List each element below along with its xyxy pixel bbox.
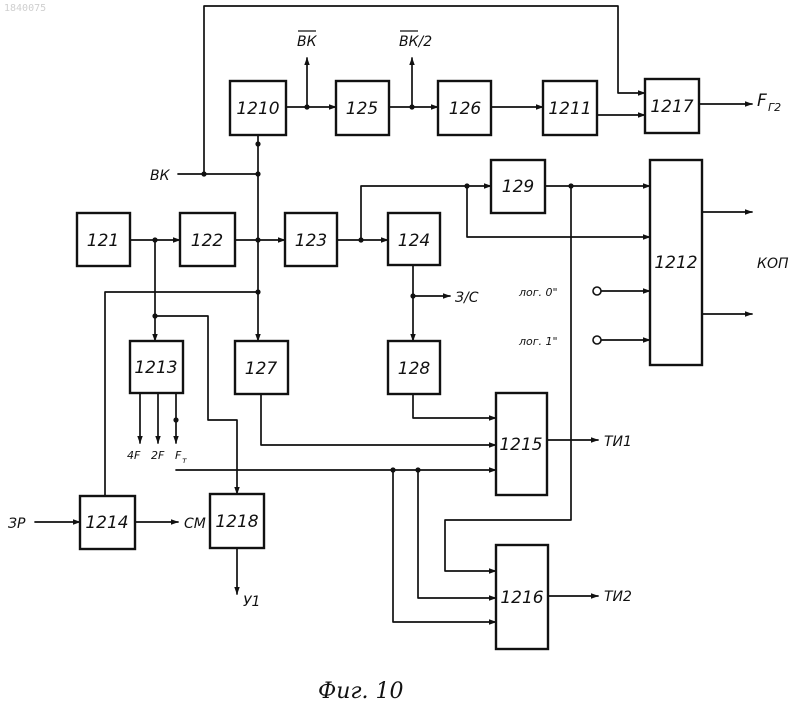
signal-label: F — [757, 91, 767, 111]
block-label: 124 — [398, 231, 430, 251]
block-1212: 1212 — [650, 160, 702, 365]
wire-128-1215 — [413, 394, 496, 418]
wire-ft-1216-b — [418, 470, 496, 598]
junction-dot — [390, 467, 395, 472]
block-label: 1210 — [236, 99, 279, 119]
block-1214: 1214 — [80, 496, 135, 549]
block-1213: 1213 — [130, 341, 183, 393]
block-label: 122 — [191, 231, 223, 251]
junction-dot — [152, 237, 157, 242]
junction-dot — [568, 183, 573, 188]
signal-log1: лог. 1" — [518, 335, 558, 348]
junction-dot — [304, 104, 309, 109]
block-label: 127 — [245, 359, 278, 379]
junction-dot — [255, 171, 260, 176]
junction-dot — [358, 237, 363, 242]
block-label: 123 — [295, 231, 327, 251]
block-label: 1213 — [134, 358, 177, 378]
block-1211: 1211 — [543, 81, 597, 135]
figure-caption: Фиг. 10 — [318, 679, 404, 704]
junction-dot — [255, 237, 260, 242]
junction-dot — [464, 183, 469, 188]
block-1218: 1218 — [210, 494, 264, 548]
block-label: 126 — [449, 99, 482, 119]
signal-log0: лог. 0" — [518, 286, 558, 299]
signal-ti1: ТИ1 — [604, 434, 632, 450]
block-label: 1211 — [548, 99, 591, 119]
signal-2f: 2F — [151, 449, 165, 462]
signal-ft: F т — [175, 449, 187, 465]
signal-4f: 4F — [127, 449, 141, 462]
signal-f-out: F Г2 — [757, 91, 781, 114]
block-123: 123 — [285, 213, 337, 266]
wire-bus-1214 — [105, 292, 258, 520]
document-number: 1840075 — [4, 3, 46, 14]
block-1217: 1217 — [645, 79, 699, 133]
block-125: 125 — [336, 81, 389, 135]
block-label: 1212 — [654, 253, 697, 273]
signal-zr: ЗР — [8, 516, 26, 532]
signal-u1: У1 — [243, 594, 260, 610]
wire-127-1215 — [261, 394, 496, 445]
junction-dot — [255, 289, 260, 294]
signal-label: F — [175, 449, 182, 462]
signal-subscript: т — [182, 456, 187, 465]
block-121: 121 — [77, 213, 130, 266]
signal-kop: КОП — [757, 256, 789, 272]
junction-dot — [415, 467, 420, 472]
block-126: 126 — [438, 81, 491, 135]
block-1210: 1210 — [230, 81, 286, 135]
junction-dot — [152, 313, 157, 318]
junction-dot — [410, 293, 415, 298]
block-124: 124 — [388, 213, 440, 265]
block-label: 1215 — [499, 435, 542, 455]
block-122: 122 — [180, 213, 235, 266]
junction-dot — [409, 104, 414, 109]
block-label: 1214 — [85, 513, 128, 533]
block-label: 128 — [398, 359, 431, 379]
wire-124-zc — [413, 265, 450, 296]
signal-vk-bar-half: ВК/2 — [399, 31, 432, 50]
signal-vk-bar: ВК — [297, 31, 318, 50]
block-label: 1216 — [500, 588, 543, 608]
wire-129-1216 — [445, 186, 571, 571]
signal-label: ВК/2 — [399, 34, 432, 50]
signal-label: ВК — [297, 34, 318, 50]
block-127: 127 — [235, 341, 288, 394]
signal-ti2: ТИ2 — [604, 589, 632, 605]
junction-dot — [255, 141, 260, 146]
terminal-log1 — [593, 336, 601, 344]
block-1216: 1216 — [496, 545, 548, 649]
junction-dot — [201, 171, 206, 176]
junction-dot — [173, 417, 178, 422]
block-128: 128 — [388, 341, 440, 394]
block-label: 125 — [346, 99, 378, 119]
signal-subscript: Г2 — [768, 101, 781, 114]
block-label: 1217 — [650, 97, 693, 117]
signal-zc: З/С — [455, 290, 479, 306]
block-label: 121 — [87, 231, 119, 251]
block-label: 129 — [502, 177, 534, 197]
signal-sm: СМ — [184, 516, 206, 532]
terminal-log0 — [593, 287, 601, 295]
block-129: 129 — [491, 160, 545, 213]
signal-vk-in: ВК — [150, 168, 171, 184]
block-label: 1218 — [215, 512, 258, 532]
block-1215: 1215 — [496, 393, 547, 495]
